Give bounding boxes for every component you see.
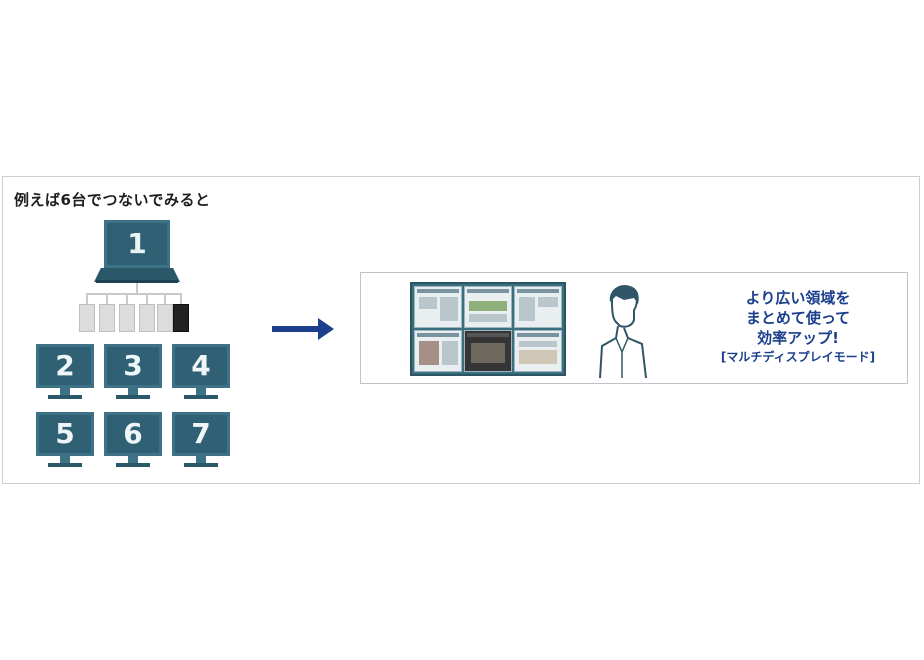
monitor-foot [48,395,82,399]
window-titlebar [467,289,509,293]
window-content-block [469,314,507,322]
monitor-neck [60,456,70,463]
window-content-block [519,350,557,364]
monitor-foot [184,463,218,467]
monitor-neck [196,456,206,463]
monitor-number: 6 [123,417,143,450]
usb-adapter [119,304,135,332]
monitor-number: 4 [191,349,211,382]
display-tile [414,286,462,328]
hub-cable-drop [106,293,108,304]
window-content-block [419,341,439,365]
monitor-foot [184,395,218,399]
laptop-number: 1 [127,227,147,260]
monitor-5: 5 [36,412,94,470]
arrow-right-icon [272,326,322,332]
usb-hub [173,304,189,332]
monitor-7: 7 [172,412,230,470]
monitor-screen: 2 [36,344,94,388]
monitor-4: 4 [172,344,230,402]
display-tile [464,286,512,328]
usb-adapter [99,304,115,332]
monitor-number: 7 [191,417,211,450]
display-tile [514,286,562,328]
window-content-block [538,297,558,307]
monitor-3: 3 [104,344,162,402]
hub-cable-drop [86,293,88,304]
monitor-foot [116,395,150,399]
display-tile [464,330,512,372]
hub-cable-drop [164,293,166,304]
multi-display-wall [410,282,566,376]
result-mode-note: [マルチディスプレイモード] [720,350,876,364]
monitor-screen: 7 [172,412,230,456]
monitor-number: 2 [55,349,75,382]
usb-adapter [157,304,173,332]
usb-adapter [79,304,95,332]
monitor-neck [128,388,138,395]
monitor-screen: 4 [172,344,230,388]
monitor-neck [60,388,70,395]
laptop-base-edge [96,280,178,283]
monitor-2: 2 [36,344,94,402]
result-text-block: より広い領域を まとめて使って 効率アップ! [マルチディスプレイモード] [700,288,896,366]
arrow-head-icon [318,318,334,340]
window-content-block [519,341,557,347]
monitor-number: 3 [123,349,143,382]
monitor-screen: 5 [36,412,94,456]
window-content-block [471,343,505,363]
monitor-neck [128,456,138,463]
result-line: まとめて使って [745,309,851,327]
monitor-screen: 3 [104,344,162,388]
result-line: 効率アップ! [757,329,839,347]
monitor-foot [48,463,82,467]
window-content-block [442,341,458,365]
window-content-block [419,297,437,309]
window-content-block [519,297,535,321]
display-tile [414,330,462,372]
window-titlebar [467,333,509,337]
laptop-keyboard [94,268,180,282]
window-titlebar [517,289,559,293]
window-content-block [469,301,507,311]
usb-adapter [139,304,155,332]
hub-cable-drop [146,293,148,304]
hub-cable-vertical [136,283,138,293]
result-line: より広い領域を [745,289,851,307]
hub-cable-drop [126,293,128,304]
monitor-neck [196,388,206,395]
window-content-block [440,297,458,321]
hub-cable-drop [180,293,182,304]
hub-cable-horizontal [86,293,182,295]
monitor-screen: 6 [104,412,162,456]
window-titlebar [417,289,459,293]
diagram-heading: 例えば6台でつないでみると [14,191,211,209]
person-icon [599,284,647,378]
monitor-6: 6 [104,412,162,470]
display-tile [514,330,562,372]
window-titlebar [517,333,559,337]
monitor-number: 5 [55,417,75,450]
window-titlebar [417,333,459,337]
monitor-foot [116,463,150,467]
laptop-screen: 1 [104,220,170,268]
